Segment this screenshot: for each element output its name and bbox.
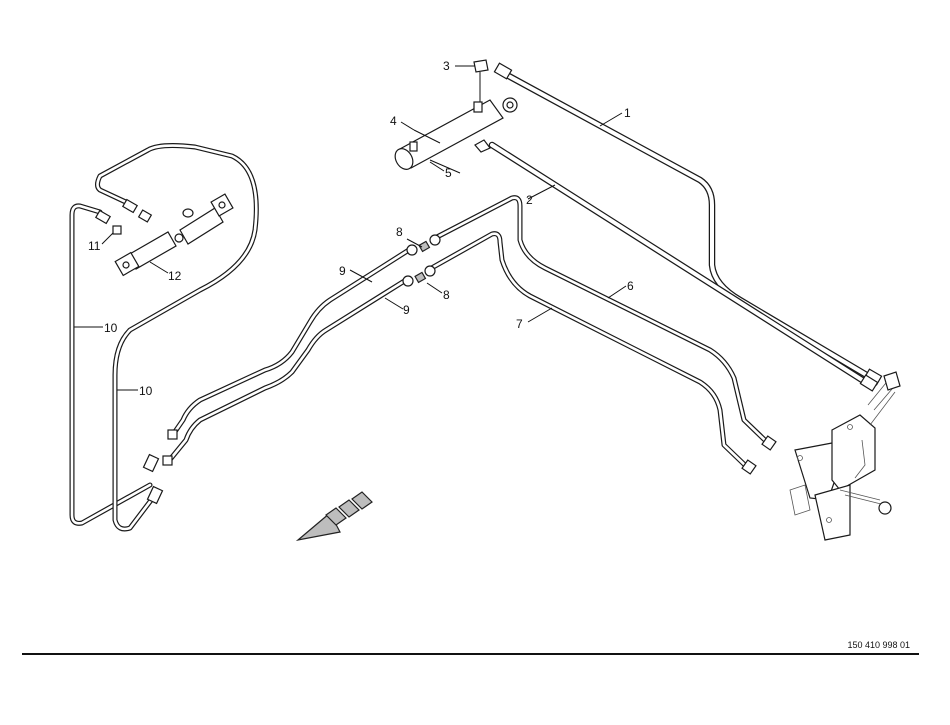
label-7: 7: [516, 317, 523, 331]
label-10-outer: 10: [104, 321, 118, 335]
label-8-upper: 8: [396, 225, 403, 239]
pipe-10: [69, 143, 259, 532]
pipe-9-lower: [162, 277, 409, 466]
pipe-7: [425, 231, 757, 475]
part-labels: 1 2 3 4 5 6 7 8 8 9 9 10 10 11 12: [88, 59, 634, 398]
label-12: 12: [168, 269, 182, 283]
label-2: 2: [526, 193, 533, 207]
label-11: 11: [88, 239, 101, 253]
label-5: 5: [445, 166, 452, 180]
fittings-8: [402, 234, 441, 287]
label-1: 1: [624, 106, 631, 120]
valve-bracket-assembly: [789, 371, 901, 541]
fitting-3-stem: [473, 101, 483, 113]
drawing-reference-number: 150 410 998 01: [847, 640, 910, 650]
label-10-inner: 10: [139, 384, 153, 398]
fitting-4: [409, 141, 418, 152]
label-6: 6: [627, 279, 634, 293]
label-9-lower: 9: [403, 303, 410, 317]
pipe-6: [432, 195, 777, 451]
pipe-9-upper: [167, 245, 415, 440]
label-3: 3: [443, 59, 450, 73]
cylinder-5: [394, 59, 518, 174]
label-4: 4: [390, 114, 397, 128]
footer-divider: [22, 653, 919, 655]
label-8-lower: 8: [443, 288, 450, 302]
fitting-3: [473, 59, 489, 73]
leader-lines: [74, 65, 627, 391]
label-9-upper: 9: [339, 264, 346, 278]
elbow-fitting: [474, 139, 491, 153]
fitting-11: [112, 225, 122, 235]
travel-direction-arrow: [295, 491, 373, 542]
cylinder-12: [94, 193, 234, 277]
